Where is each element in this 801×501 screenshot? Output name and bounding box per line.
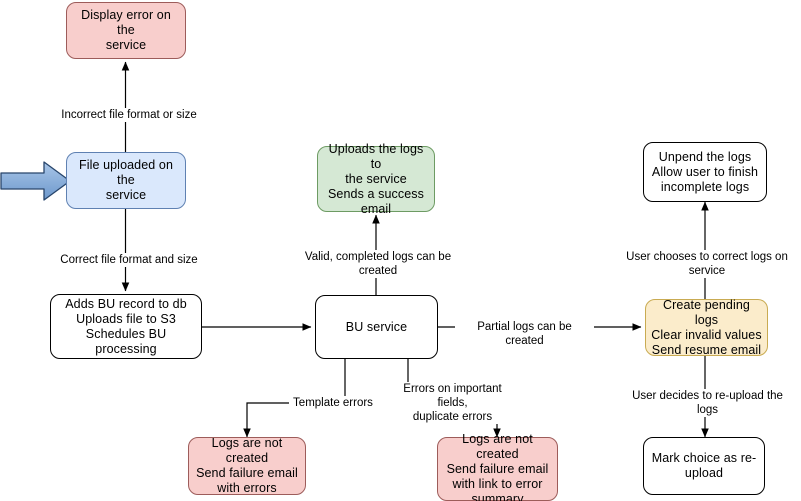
node-unpend-the-logs[interactable]: Unpend the logs Allow user to finish inc… [643,142,767,202]
node-logs-not-created-template-errors[interactable]: Logs are not created Send failure email … [188,436,306,495]
node-bu-service[interactable]: BU service [315,295,438,359]
node-create-pending-logs[interactable]: Create pending logs Clear invalid values… [645,298,768,357]
node-file-uploaded-on-the-service[interactable]: File uploaded on the service [66,152,186,209]
edge-label-correct-file-format: Correct file format and size [58,253,200,267]
edge-label-template-errors: Template errors [289,396,377,410]
edge-label-partial-logs-can-be-created: Partial logs can be created [455,320,594,348]
node-adds-bu-record-to-db[interactable]: Adds BU record to db Uploads file to S3 … [50,294,202,359]
edge-label-incorrect-file-format: Incorrect file format or size [57,108,201,122]
edge-label-valid-completed-logs: Valid, completed logs can be created [283,250,473,278]
node-uploads-the-logs-to-the-service[interactable]: Uploads the logs to the service Sends a … [317,142,435,216]
edge-label-errors-on-important-fields: Errors on important fields, duplicate er… [390,382,515,424]
node-logs-not-created-error-summary[interactable]: Logs are not created Send failure email … [437,432,558,501]
entry-block-arrow-icon [0,161,71,201]
edge-label-user-chooses-to-correct-logs: User chooses to correct logs on service [609,250,801,278]
node-display-error[interactable]: Display error on the service [66,2,186,59]
edge-label-user-decides-to-reupload: User decides to re-upload the logs [618,389,797,417]
node-mark-choice-as-re-upload[interactable]: Mark choice as re- upload [643,437,765,495]
